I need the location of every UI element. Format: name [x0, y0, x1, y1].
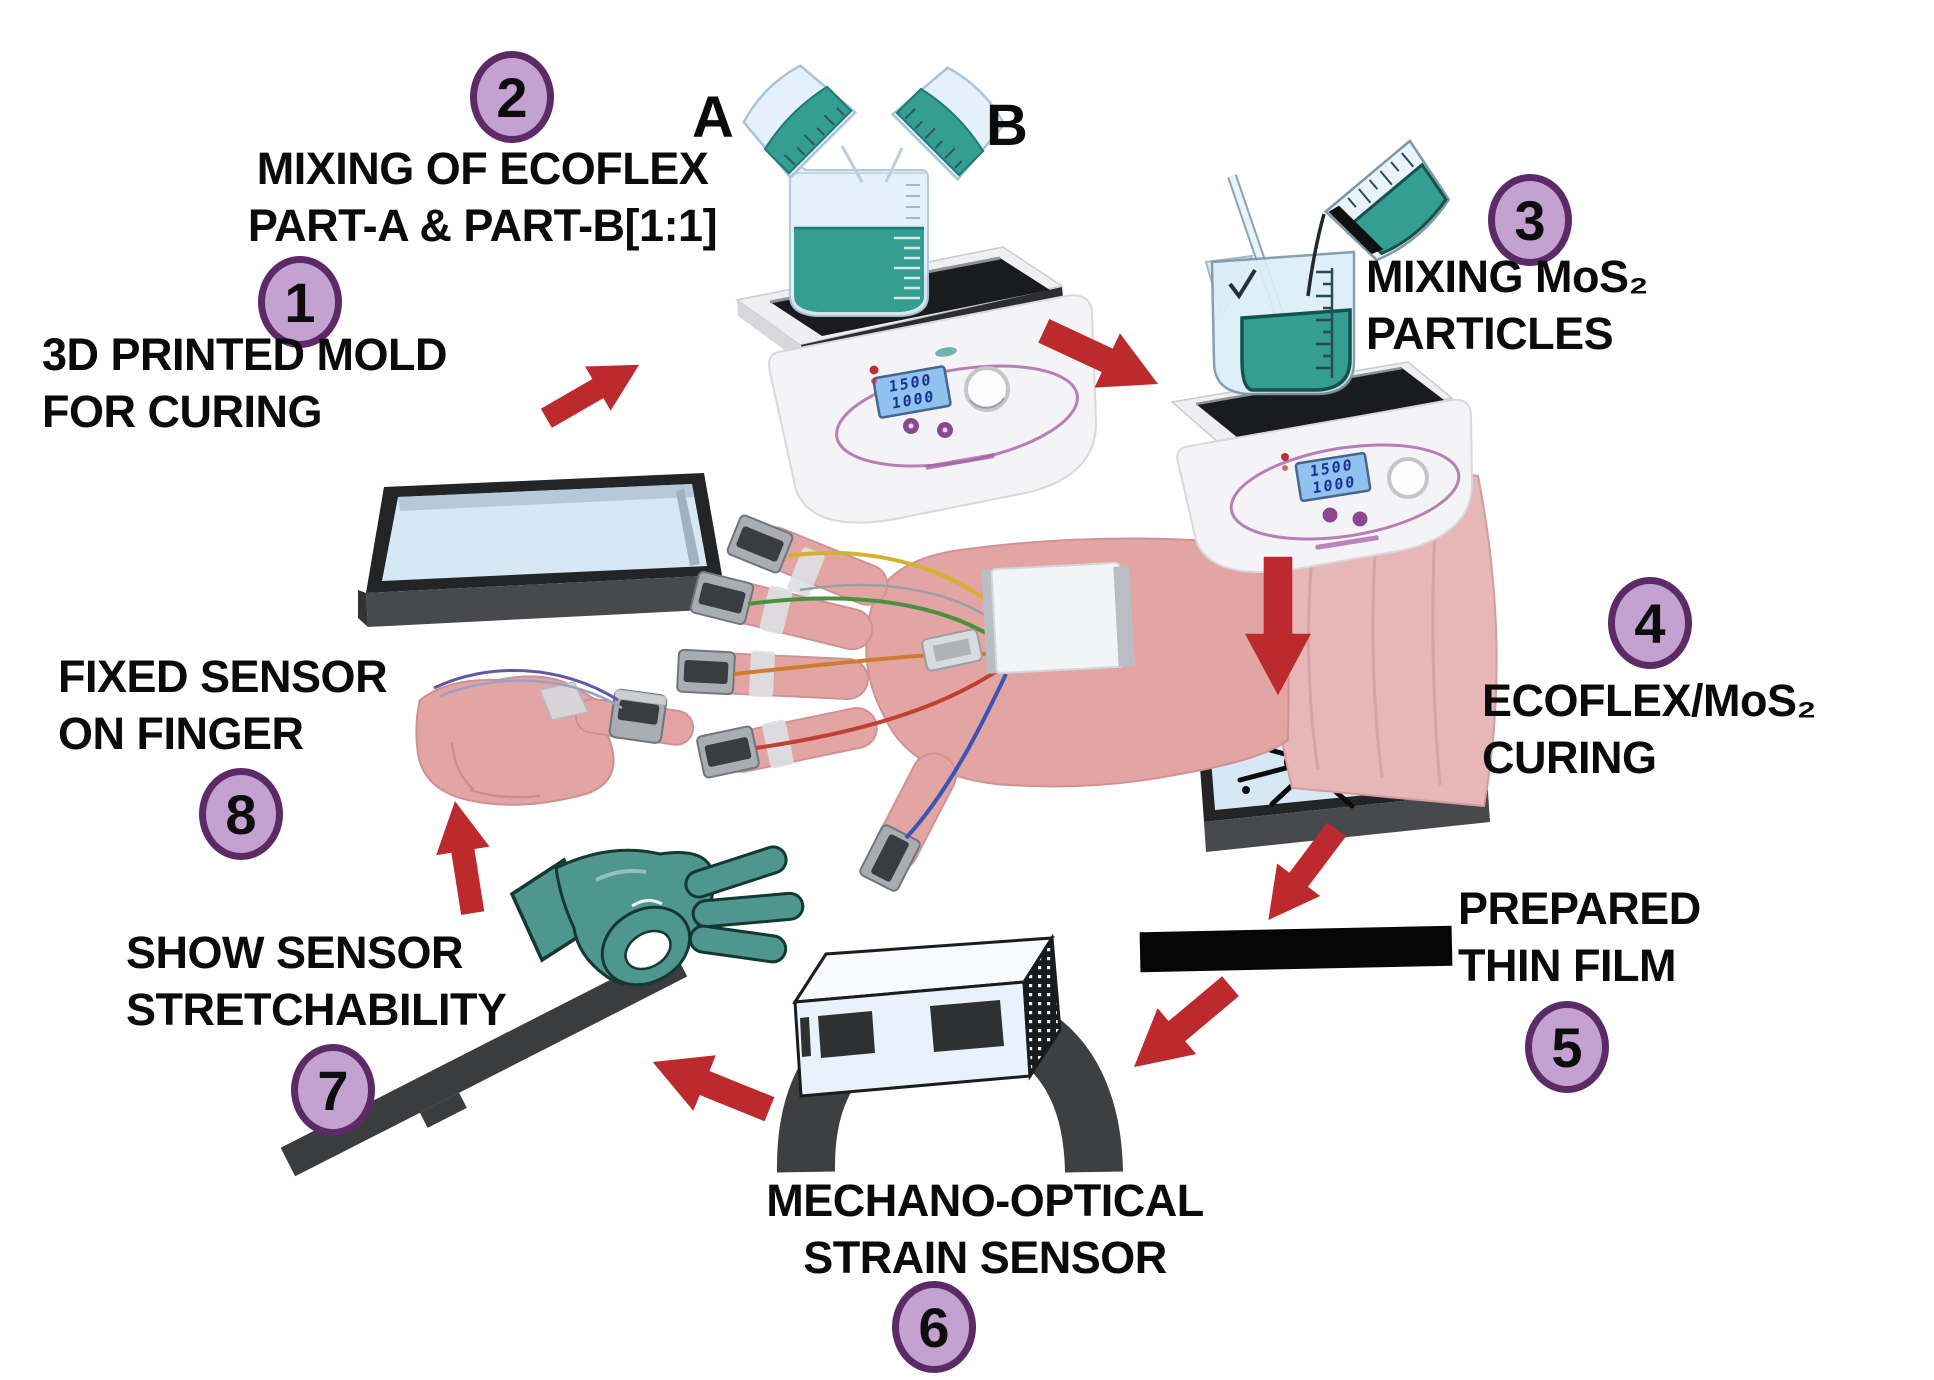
arrow-step5-to-step6: [1133, 976, 1239, 1068]
caption-step-4: ECOFLEX/MoS₂ CURING: [1482, 672, 1817, 786]
caption-line: THIN FILM: [1458, 940, 1676, 991]
arrow-step3-to-step4: [1244, 556, 1312, 696]
step-number: 7: [317, 1058, 349, 1122]
caption-line: MIXING OF ECOFLEX: [256, 143, 709, 194]
step-number: 5: [1551, 1015, 1583, 1079]
caption-line: STRAIN SENSOR: [803, 1232, 1167, 1283]
caption-step-6: MECHANO-OPTICAL STRAIN SENSOR: [720, 1172, 1250, 1286]
step-number: 3: [1514, 188, 1546, 252]
arrow-step7-to-step8: [436, 801, 490, 915]
stirrer-knob-2: [1387, 457, 1429, 499]
beaker-b: [890, 66, 1006, 182]
caption-line: ON FINGER: [58, 708, 304, 759]
arrow-step2-to-step3: [1038, 319, 1159, 388]
step-badge-7: 7: [291, 1044, 375, 1136]
arrow-step4-to-step5: [1268, 822, 1346, 921]
step-number: 6: [918, 1295, 950, 1359]
caption-line: PART-A & PART-B[1:1]: [247, 200, 718, 251]
process-arrows: [436, 319, 1346, 1122]
step-number: 2: [496, 65, 528, 129]
step-badge-5: 5: [1525, 1001, 1609, 1093]
step-badge-3: 3: [1488, 174, 1572, 266]
caption-line: CURING: [1482, 732, 1657, 783]
caption-step-2: MIXING OF ECOFLEX PART-A & PART-B[1:1]: [210, 140, 755, 254]
caption-step-8: FIXED SENSOR ON FINGER: [58, 648, 388, 762]
caption-step-7: SHOW SENSOR STRETCHABILITY: [126, 924, 507, 1038]
particle-pour-beaker: [1323, 139, 1451, 262]
sensor-strip: [280, 948, 688, 1177]
mold-tray-illustration: [358, 473, 724, 627]
wrist-pad: [981, 561, 1135, 675]
caption-line: MIXING MoS₂: [1366, 251, 1649, 302]
caption-line: ECOFLEX/MoS₂: [1482, 675, 1817, 726]
caption-line: SHOW SENSOR: [126, 927, 464, 978]
finger-sensor-band: [608, 688, 668, 744]
caption-line: PARTICLES: [1366, 308, 1614, 359]
beaker-b-label: B: [986, 93, 1028, 158]
stretch-demo-illustration: [280, 845, 805, 1177]
teal-glove: [509, 845, 805, 987]
strain-sensor-device: [776, 933, 1123, 1174]
stirring-beaker: [1204, 174, 1356, 396]
beaker-a: [742, 64, 858, 180]
arrow-step1-to-step2: [540, 364, 640, 428]
step-badge-6: 6: [892, 1281, 976, 1373]
fingertip-sensors: [676, 514, 921, 892]
step-badge-2: 2: [470, 51, 554, 143]
wire-hub-connector: [921, 628, 983, 672]
caption-step-5: PREPARED THIN FILM: [1458, 880, 1701, 994]
mixing-beaker-group: [742, 64, 1006, 317]
lcd-screen-2: [1294, 451, 1372, 503]
arrow-step6-to-step7: [652, 1055, 775, 1122]
caption-line: MECHANO-OPTICAL: [766, 1175, 1204, 1226]
lcd-screen-1: [872, 365, 952, 419]
step-number: 1: [284, 270, 316, 334]
caption-line: STRETCHABILITY: [126, 984, 507, 1035]
caption-line: FOR CURING: [42, 386, 323, 437]
caption-line: 3D PRINTED MOLD: [42, 329, 448, 380]
caption-step-1: 3D PRINTED MOLD FOR CURING: [42, 326, 448, 440]
step-badge-8: 8: [199, 768, 283, 860]
finger-tape-bands: [749, 547, 825, 769]
step-number: 4: [1634, 591, 1666, 655]
step-number: 8: [225, 782, 257, 846]
caption-line: FIXED SENSOR: [58, 651, 388, 702]
beaker-a-label: A: [692, 85, 734, 150]
step-badge-4: 4: [1608, 577, 1692, 669]
caption-line: PREPARED: [1458, 883, 1701, 934]
hot-plate-stirrer-2: [1170, 139, 1474, 573]
step-badge-1: 1: [258, 256, 342, 348]
thin-film-illustration: [1139, 925, 1453, 973]
caption-step-3: MIXING MoS₂ PARTICLES: [1366, 248, 1649, 362]
hand-with-finger-sensor: [415, 669, 695, 806]
stirrer-knob-1: [964, 366, 1010, 412]
